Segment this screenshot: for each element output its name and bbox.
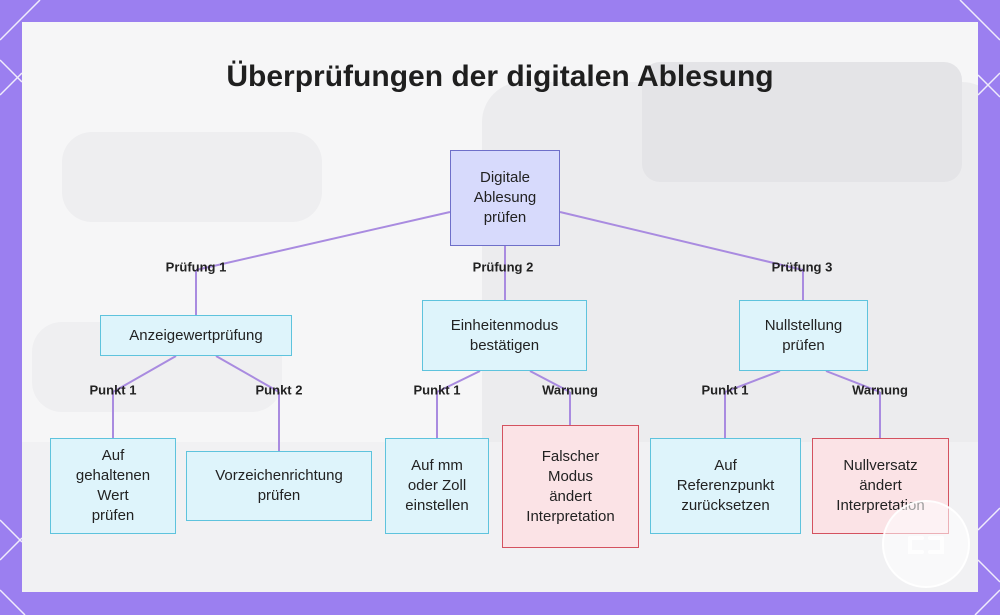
edge-root-check3 bbox=[560, 212, 803, 270]
edge-label-check1-punkt-1: Punkt 1 bbox=[90, 383, 137, 398]
root-node: Digitale Ablesung prüfen bbox=[450, 150, 560, 246]
edge-root-check1 bbox=[196, 212, 450, 270]
edge-label-check2-punkt-1: Punkt 1 bbox=[414, 383, 461, 398]
leaf-node-mm-or-inch: Auf mm oder Zoll einstellen bbox=[385, 438, 489, 534]
edge-label-check3-warnung: Warnung bbox=[852, 383, 908, 398]
watermark-logo bbox=[882, 500, 970, 588]
edge-label-check3-punkt-1: Punkt 1 bbox=[702, 383, 749, 398]
edge-label-pruefung-1: Prüfung 1 bbox=[166, 260, 227, 275]
warning-node-wrong-mode: Falscher Modus ändert Interpretation bbox=[502, 425, 639, 548]
leaf-node-reset-reference: Auf Referenzpunkt zurücksetzen bbox=[650, 438, 801, 534]
edge-label-check1-punkt-2: Punkt 2 bbox=[256, 383, 303, 398]
edge-label-pruefung-3: Prüfung 3 bbox=[772, 260, 833, 275]
check-node-display-value: Anzeigewertprüfung bbox=[100, 315, 292, 356]
check-node-zero-setting: Nullstellung prüfen bbox=[739, 300, 868, 371]
check-node-unit-mode: Einheitenmodus bestätigen bbox=[422, 300, 587, 371]
edge-label-check2-warnung: Warnung bbox=[542, 383, 598, 398]
edge-label-pruefung-2: Prüfung 2 bbox=[473, 260, 534, 275]
leaf-node-sign-direction: Vorzeichenrichtung prüfen bbox=[186, 451, 372, 521]
logo-icon bbox=[884, 502, 968, 586]
leaf-node-hold-value: Auf gehaltenen Wert prüfen bbox=[50, 438, 176, 534]
